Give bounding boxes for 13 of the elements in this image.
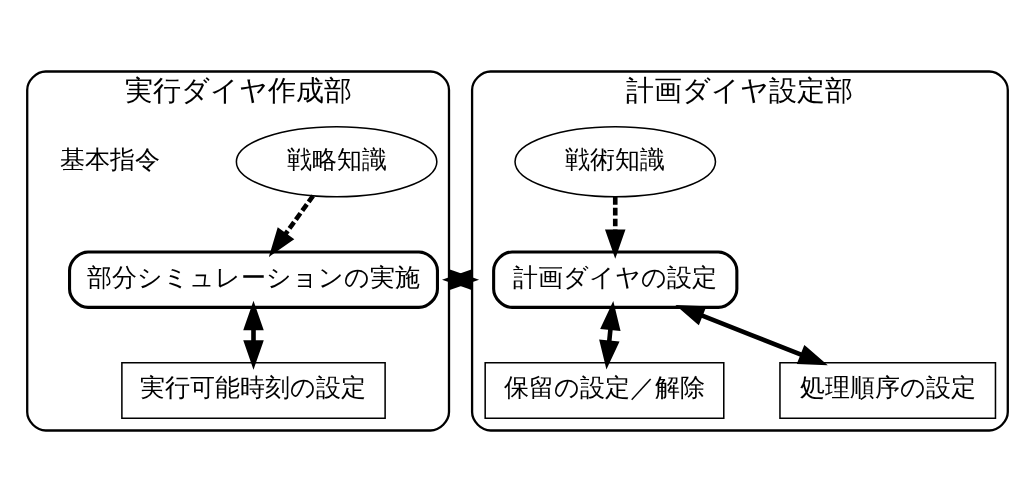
node-ellipse: 戦術知識	[514, 125, 717, 198]
label: 基本指令	[60, 145, 161, 173]
node-box: 実行可能時刻の設定	[121, 362, 386, 419]
node-box: 計画ダイヤの設定	[492, 250, 739, 309]
node-box: 処理順序の設定	[779, 362, 997, 419]
node-box: 部分シミュレーションの実施	[68, 250, 439, 309]
arrow	[605, 197, 626, 259]
node-box: 保留の設定／解除	[484, 362, 725, 419]
node-ellipse: 戦略知識	[235, 125, 438, 198]
arrow	[243, 300, 264, 370]
arrow	[675, 305, 828, 366]
arrow	[268, 194, 315, 257]
arrow	[599, 300, 621, 370]
